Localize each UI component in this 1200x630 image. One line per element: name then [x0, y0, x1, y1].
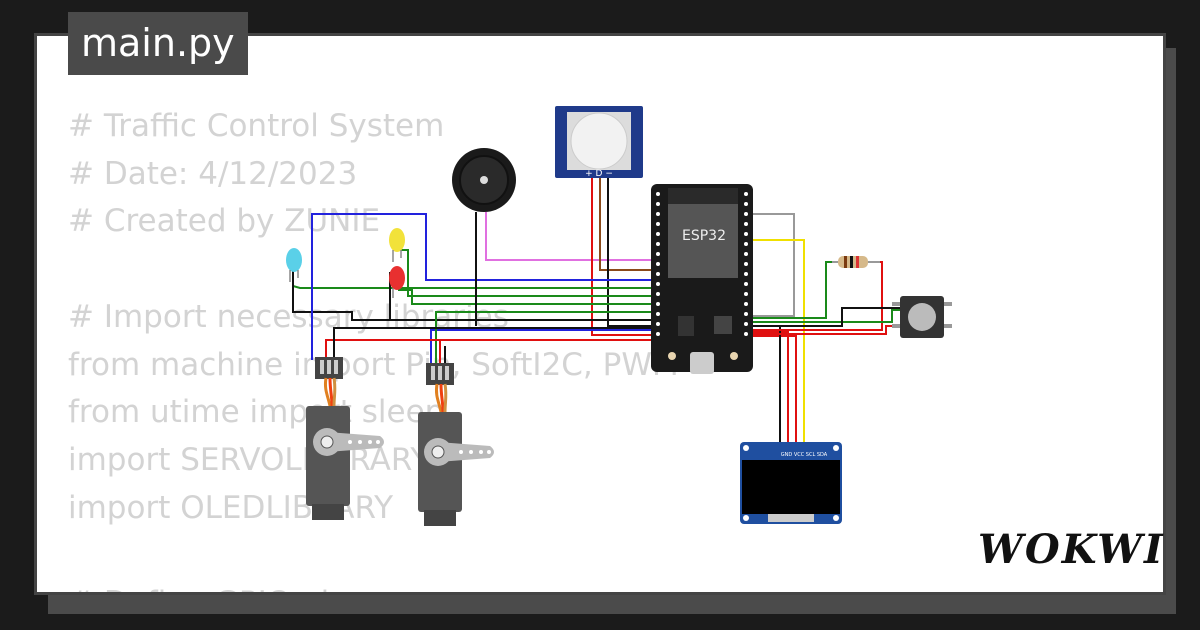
wire-servo-signal-2: [430, 329, 658, 366]
esp32-board: ESP32: [651, 184, 753, 374]
wire-led-black: [292, 270, 658, 321]
servo-motor-1: [306, 357, 384, 520]
wire-servo-vcc-2: [439, 339, 658, 366]
resistor: [832, 256, 880, 268]
wire-resistor-green: [748, 261, 836, 319]
code-line: from machine import Pin, SoftI2C, PWM: [68, 346, 679, 383]
wire-oled-scl: [748, 335, 797, 444]
wire-oled-sda: [748, 239, 805, 444]
wire-led-yellow: [398, 249, 658, 297]
wire-resistor-red: [748, 261, 883, 331]
wire-buzzer-signal: [485, 212, 658, 261]
code-line: # Traffic Control System: [68, 108, 445, 144]
servo-motor-2: [418, 363, 494, 526]
pir-sensor: + D −: [555, 106, 643, 179]
wokwi-logo: WOKWI: [978, 526, 1165, 573]
code-line: import OLEDLIBRARY: [68, 489, 394, 526]
code-line: # Date: 4/12/2023: [68, 155, 358, 192]
wire-pir-gnd: [607, 178, 658, 327]
code-line: # Define GPIO pins: [68, 580, 679, 592]
wire-led-red: [398, 289, 658, 305]
wire-oled-vcc: [748, 331, 789, 444]
wire-pir-signal: [599, 178, 658, 271]
wire-servo-vcc-1: [325, 339, 440, 360]
code-line: import SERVOLLIBRARY: [68, 441, 430, 478]
code-preview: # Traffic Control System # Date: 4/12/202…: [68, 103, 679, 592]
filename-tab[interactable]: main.py: [68, 12, 248, 75]
wire-button-green: [748, 309, 902, 323]
oled-display: GND VCC SCL SDA: [740, 442, 842, 524]
wire-button-black: [748, 307, 900, 327]
wire-pir-vcc: [591, 178, 658, 336]
code-line: # Created by ZUNIE: [68, 203, 381, 240]
pushbutton: [892, 296, 952, 338]
pir-pin-labels: + D −: [585, 169, 613, 179]
led-blue: [286, 248, 302, 282]
esp32-label: ESP32: [682, 228, 726, 244]
led-yellow: [389, 228, 405, 262]
buzzer: [452, 148, 516, 212]
oled-pin-labels: GND VCC SCL SDA: [781, 452, 828, 458]
led-red: [389, 266, 405, 298]
wire-green-3: [435, 311, 658, 366]
wire-servo-signal-1: [311, 213, 658, 360]
wire-oled-vcc-gray: [748, 213, 795, 317]
wire-servo-gnd-1: [333, 327, 658, 360]
